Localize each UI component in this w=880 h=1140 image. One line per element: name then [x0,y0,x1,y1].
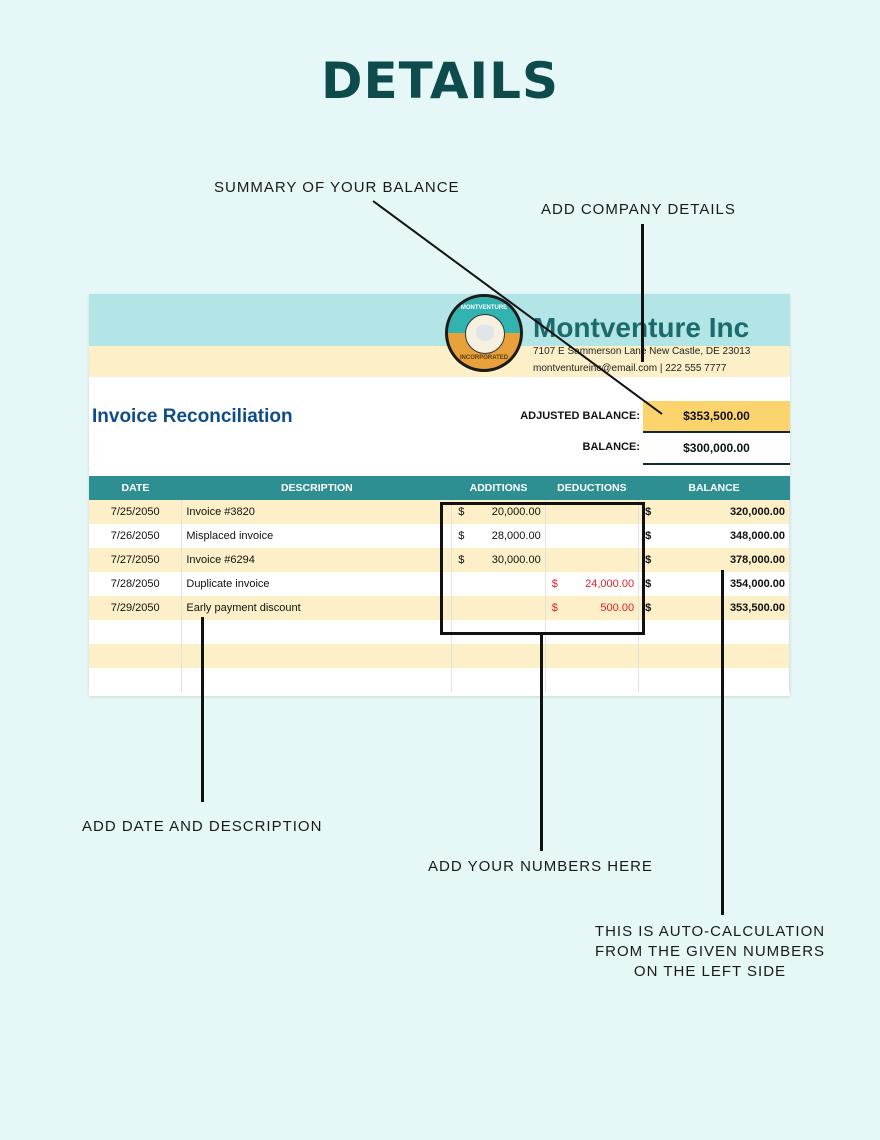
cell-balance: $320,000.00 [638,500,790,524]
adjusted-balance-value: $353,500.00 [643,401,790,433]
addition-value: 20,000.00 [491,506,541,518]
balance-value: 348,000.00 [729,530,785,542]
balance-label: BALANCE: [582,441,640,453]
col-deductions: DEDUCTIONS [545,476,639,500]
auto-calc-callout-line [721,570,724,915]
table-row: 7/29/2050 Early payment discount $500.00… [89,596,790,620]
invoice-sheet: MONTVENTURE INCORPORATED Montventure Inc… [89,294,790,696]
currency-symbol: $ [458,554,465,566]
cell-balance: $353,500.00 [638,596,790,620]
date-callout-line [201,617,204,802]
currency-symbol: $ [645,578,652,590]
cell-deduction[interactable] [545,524,640,548]
cell-description[interactable] [181,644,453,668]
cell-description[interactable]: Invoice #6294 [181,548,453,572]
numbers-callout-line [540,632,543,851]
cell-deduction[interactable] [545,548,640,572]
deduction-value: 500.00 [600,602,635,614]
cell-date[interactable]: 7/26/2050 [89,524,183,548]
cell-addition[interactable] [451,572,546,596]
callout-summary: SUMMARY OF YOUR BALANCE [214,179,460,196]
adjusted-balance-label: ADJUSTED BALANCE: [520,410,640,422]
cell-date[interactable]: 7/29/2050 [89,596,183,620]
table-row: 7/26/2050 Misplaced invoice $28,000.00 $… [89,524,790,548]
callout-line-1: THIS IS AUTO-CALCULATION [594,923,826,940]
cell-balance [638,620,790,644]
col-date: DATE [89,476,182,500]
balance-value[interactable]: $300,000.00 [643,433,790,465]
addition-value: 28,000.00 [491,530,541,542]
col-description: DESCRIPTION [181,476,452,500]
cell-date[interactable] [89,644,183,668]
table-row: 7/27/2050 Invoice #6294 $30,000.00 $378,… [89,548,790,572]
cell-description[interactable]: Misplaced invoice [181,524,453,548]
cell-balance: $378,000.00 [638,548,790,572]
balance-value: 320,000.00 [729,506,785,518]
cell-description[interactable]: Invoice #3820 [181,500,453,524]
logo-top-text: MONTVENTURE [460,305,508,311]
table-header-row: DATE DESCRIPTION ADDITIONS DEDUCTIONS BA… [89,476,790,500]
currency-symbol: $ [458,530,465,542]
balance-value: 354,000.00 [729,578,785,590]
cell-addition[interactable]: $28,000.00 [451,524,546,548]
currency-symbol: $ [551,578,558,590]
callout-auto-calculation: THIS IS AUTO-CALCULATION FROM THE GIVEN … [589,922,831,982]
table-row-empty [89,644,790,668]
table-row-empty [89,668,790,692]
currency-symbol: $ [458,506,465,518]
callout-numbers: ADD YOUR NUMBERS HERE [428,858,653,875]
company-contact[interactable]: montventureinc@email.com | 222 555 7777 [533,363,727,374]
currency-symbol: $ [645,554,652,566]
cell-balance [638,644,790,668]
cell-deduction[interactable]: $500.00 [545,596,640,620]
cell-date[interactable]: 7/27/2050 [89,548,183,572]
wolf-emblem-icon [465,314,505,354]
cell-deduction[interactable] [545,644,640,668]
cell-date[interactable] [89,668,183,692]
cell-balance: $354,000.00 [638,572,790,596]
company-logo: MONTVENTURE INCORPORATED [445,294,523,372]
currency-symbol: $ [645,530,652,542]
currency-symbol: $ [645,506,652,518]
table-row: 7/25/2050 Invoice #3820 $20,000.00 $320,… [89,500,790,524]
col-balance: BALANCE [638,476,790,500]
cell-description[interactable] [181,620,453,644]
cell-date[interactable] [89,620,183,644]
currency-symbol: $ [551,602,558,614]
cell-description[interactable] [181,668,453,692]
cell-deduction[interactable]: $24,000.00 [545,572,640,596]
reconciliation-table: DATE DESCRIPTION ADDITIONS DEDUCTIONS BA… [89,476,790,692]
callout-line-2: FROM THE GIVEN NUMBERS [594,943,826,960]
cell-addition[interactable] [451,668,546,692]
cell-date[interactable]: 7/28/2050 [89,572,183,596]
cell-addition[interactable] [451,596,546,620]
cell-balance: $348,000.00 [638,524,790,548]
cell-addition[interactable] [451,644,546,668]
document-title: Invoice Reconciliation [92,406,293,427]
addition-value: 30,000.00 [491,554,541,566]
numbers-highlight-box [440,502,645,635]
cell-description[interactable]: Duplicate invoice [181,572,453,596]
cell-deduction[interactable] [545,668,640,692]
table-row: 7/28/2050 Duplicate invoice $24,000.00 $… [89,572,790,596]
table-row-empty [89,620,790,644]
cell-description[interactable]: Early payment discount [181,596,453,620]
balance-value: 378,000.00 [729,554,785,566]
balance-value: 353,500.00 [729,602,785,614]
cell-date[interactable]: 7/25/2050 [89,500,183,524]
col-additions: ADDITIONS [451,476,546,500]
cell-addition[interactable]: $30,000.00 [451,548,546,572]
callout-date-description: ADD DATE AND DESCRIPTION [82,818,323,835]
deduction-value: 24,000.00 [585,578,635,590]
cell-balance [638,668,790,692]
callout-line-3: ON THE LEFT SIDE [633,963,787,980]
logo-bottom-text: INCORPORATED [459,355,509,361]
page-title: DETAILS [320,52,560,110]
currency-symbol: $ [645,602,652,614]
company-callout-line [641,224,644,362]
callout-company-details: ADD COMPANY DETAILS [541,201,736,218]
